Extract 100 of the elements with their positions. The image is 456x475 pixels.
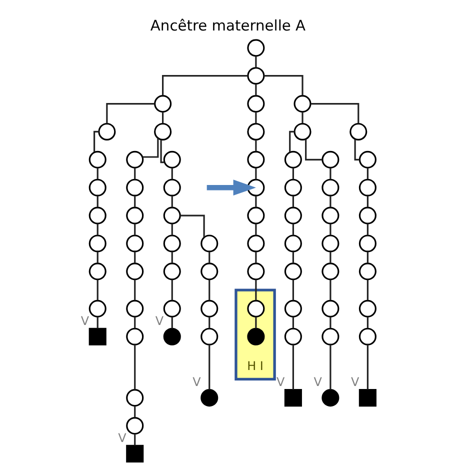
node-box xyxy=(88,328,106,346)
node-circle xyxy=(247,234,265,252)
connector xyxy=(255,224,257,236)
node-circle xyxy=(322,300,340,318)
connector xyxy=(292,168,294,180)
connector xyxy=(255,112,257,124)
node-circle xyxy=(126,178,144,196)
node-circle xyxy=(284,178,302,196)
node-circle xyxy=(350,122,368,141)
connector xyxy=(292,224,294,236)
node-circle xyxy=(322,206,340,224)
node-dot xyxy=(163,328,181,346)
arrow xyxy=(206,180,256,196)
node-circle xyxy=(88,300,106,318)
connector xyxy=(162,75,248,96)
connector xyxy=(106,103,155,124)
connector xyxy=(255,56,257,68)
node-circle xyxy=(200,262,218,280)
node-circle xyxy=(358,328,376,346)
node-circle xyxy=(200,328,218,346)
connector xyxy=(330,344,332,390)
node-circle xyxy=(126,300,144,318)
connector xyxy=(96,280,98,300)
node-circle xyxy=(126,206,144,224)
connector xyxy=(134,344,136,390)
connector xyxy=(134,168,136,180)
connector xyxy=(160,140,165,164)
node-circle xyxy=(247,206,265,224)
node-circle xyxy=(163,234,181,252)
connector xyxy=(366,252,368,264)
connector xyxy=(330,280,332,300)
node-circle xyxy=(247,122,265,141)
node-circle xyxy=(126,416,144,435)
node-box xyxy=(358,389,376,407)
node-circle xyxy=(358,262,376,280)
connector xyxy=(305,139,322,160)
node-circle xyxy=(284,150,302,168)
connector xyxy=(208,280,210,300)
node-circle xyxy=(126,328,144,346)
connector xyxy=(366,280,368,300)
connector xyxy=(134,406,136,418)
node-circle xyxy=(284,300,302,318)
connector xyxy=(162,112,164,124)
connector xyxy=(96,168,98,180)
node-circle xyxy=(154,95,172,113)
node-circle xyxy=(88,206,106,224)
node-label: V xyxy=(350,375,360,390)
connector xyxy=(330,168,332,180)
node-circle xyxy=(163,300,181,318)
node-circle xyxy=(247,67,265,85)
connector xyxy=(134,280,136,300)
node-circle xyxy=(98,122,116,141)
connector xyxy=(134,196,136,208)
connector xyxy=(171,280,173,300)
connector xyxy=(255,196,257,208)
connector xyxy=(330,196,332,208)
node-circle xyxy=(88,178,106,196)
connector xyxy=(171,252,173,264)
node-circle xyxy=(358,300,376,318)
node-dot xyxy=(322,389,340,407)
connector xyxy=(96,196,98,208)
connector xyxy=(171,316,173,328)
node-circle xyxy=(163,150,181,168)
connector xyxy=(96,316,98,328)
node-box xyxy=(126,444,144,462)
node-circle xyxy=(154,122,172,141)
connector xyxy=(96,252,98,264)
node-label: V xyxy=(314,375,322,390)
node-circle xyxy=(88,150,106,168)
connector xyxy=(134,252,136,264)
node-circle xyxy=(247,300,265,318)
node-label: V xyxy=(80,314,90,328)
node-circle xyxy=(88,262,106,280)
node-circle xyxy=(247,39,265,57)
connector xyxy=(255,168,257,180)
node-circle xyxy=(284,206,302,224)
node-circle xyxy=(294,95,312,113)
connector xyxy=(292,280,294,300)
connector xyxy=(366,344,368,390)
cluster: H I xyxy=(234,288,276,381)
diagram-title: Ancêtre maternelle A xyxy=(150,17,306,34)
node-circle xyxy=(126,234,144,252)
node-box xyxy=(284,389,302,407)
connector xyxy=(255,280,257,300)
node-circle xyxy=(322,328,340,346)
node-label: V xyxy=(276,375,285,390)
connector xyxy=(255,252,257,264)
node-circle xyxy=(284,262,302,280)
connector xyxy=(366,316,368,328)
node-circle xyxy=(322,262,340,280)
connector xyxy=(208,316,210,328)
connector xyxy=(208,252,210,264)
connector xyxy=(292,316,294,328)
connector xyxy=(171,224,173,236)
node-label: V xyxy=(192,375,201,390)
connector xyxy=(171,168,173,180)
connector xyxy=(94,130,99,152)
connector xyxy=(180,214,205,237)
node-circle xyxy=(247,262,265,280)
connector xyxy=(208,344,210,390)
